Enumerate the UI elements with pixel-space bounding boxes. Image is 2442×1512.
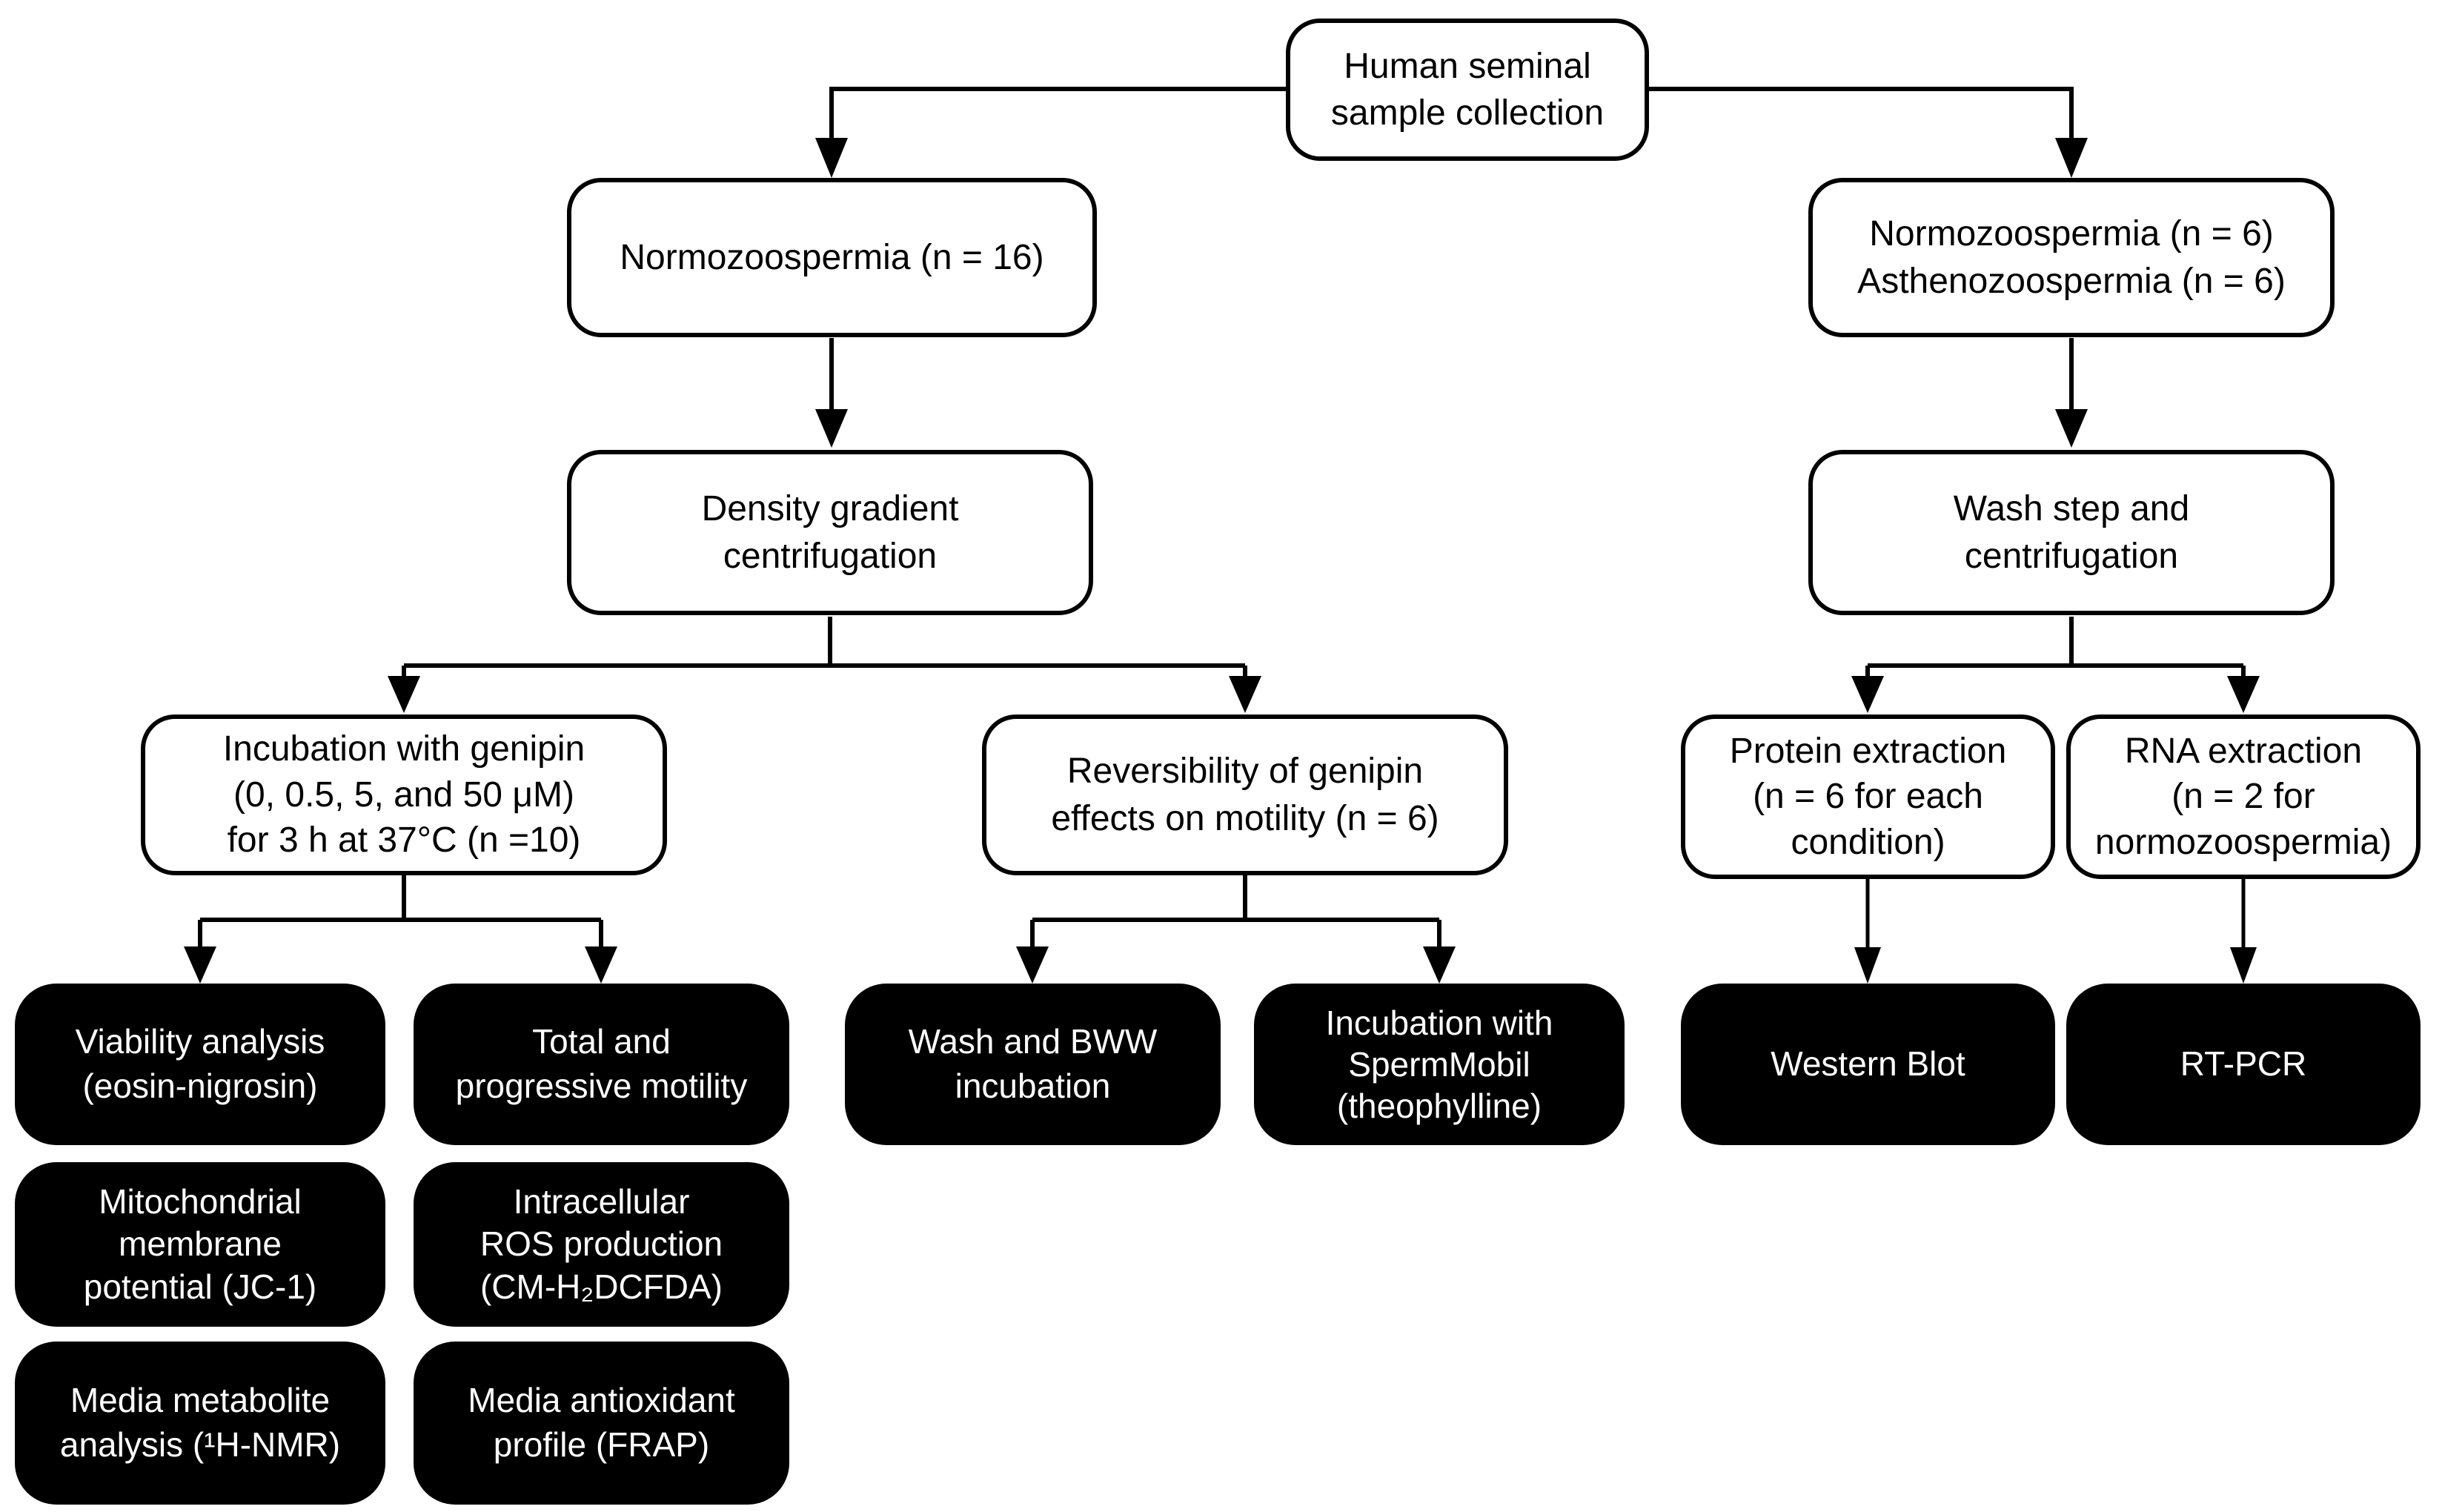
node-total-progressive-motility: Total and progressive motility — [414, 984, 789, 1145]
node-sample-collection: Human seminal sample collection — [1286, 19, 1649, 161]
node-rna-extraction: RNA extraction (n = 2 for normozoospermi… — [2066, 714, 2421, 879]
node-viability-analysis: Viability analysis (eosin-nigrosin) — [15, 984, 385, 1145]
node-protein-extraction: Protein extraction (n = 6 for each condi… — [1681, 714, 2055, 879]
node-reversibility-genipin: Reversibility of genipin effects on moti… — [982, 714, 1508, 875]
node-genipin-incubation: Incubation with genipin (0, 0.5, 5, and … — [141, 714, 667, 875]
node-normozoospermia-16: Normozoospermia (n = 16) — [567, 178, 1097, 337]
node-spermmobil-incubation: Incubation with SpermMobil (theophylline… — [1254, 984, 1625, 1145]
node-media-metabolite-analysis: Media metabolite analysis (¹H-NMR) — [15, 1342, 385, 1505]
node-rt-pcr: RT-PCR — [2066, 984, 2421, 1145]
node-wash-step-centrifugation: Wash step and centrifugation — [1808, 450, 2335, 615]
node-wash-bww-incubation: Wash and BWW incubation — [845, 984, 1221, 1145]
node-normo-astheno-6: Normozoospermia (n = 6) Asthenozoospermi… — [1808, 178, 2335, 337]
node-mitochondrial-membrane-potential: Mitochondrial membrane potential (JC-1) — [15, 1162, 385, 1327]
node-density-gradient-centrifugation: Density gradient centrifugation — [567, 450, 1093, 615]
node-western-blot: Western Blot — [1681, 984, 2055, 1145]
node-intracellular-ros: Intracellular ROS production (CM-H₂DCFDA… — [414, 1162, 789, 1327]
node-media-antioxidant-profile: Media antioxidant profile (FRAP) — [414, 1342, 789, 1505]
